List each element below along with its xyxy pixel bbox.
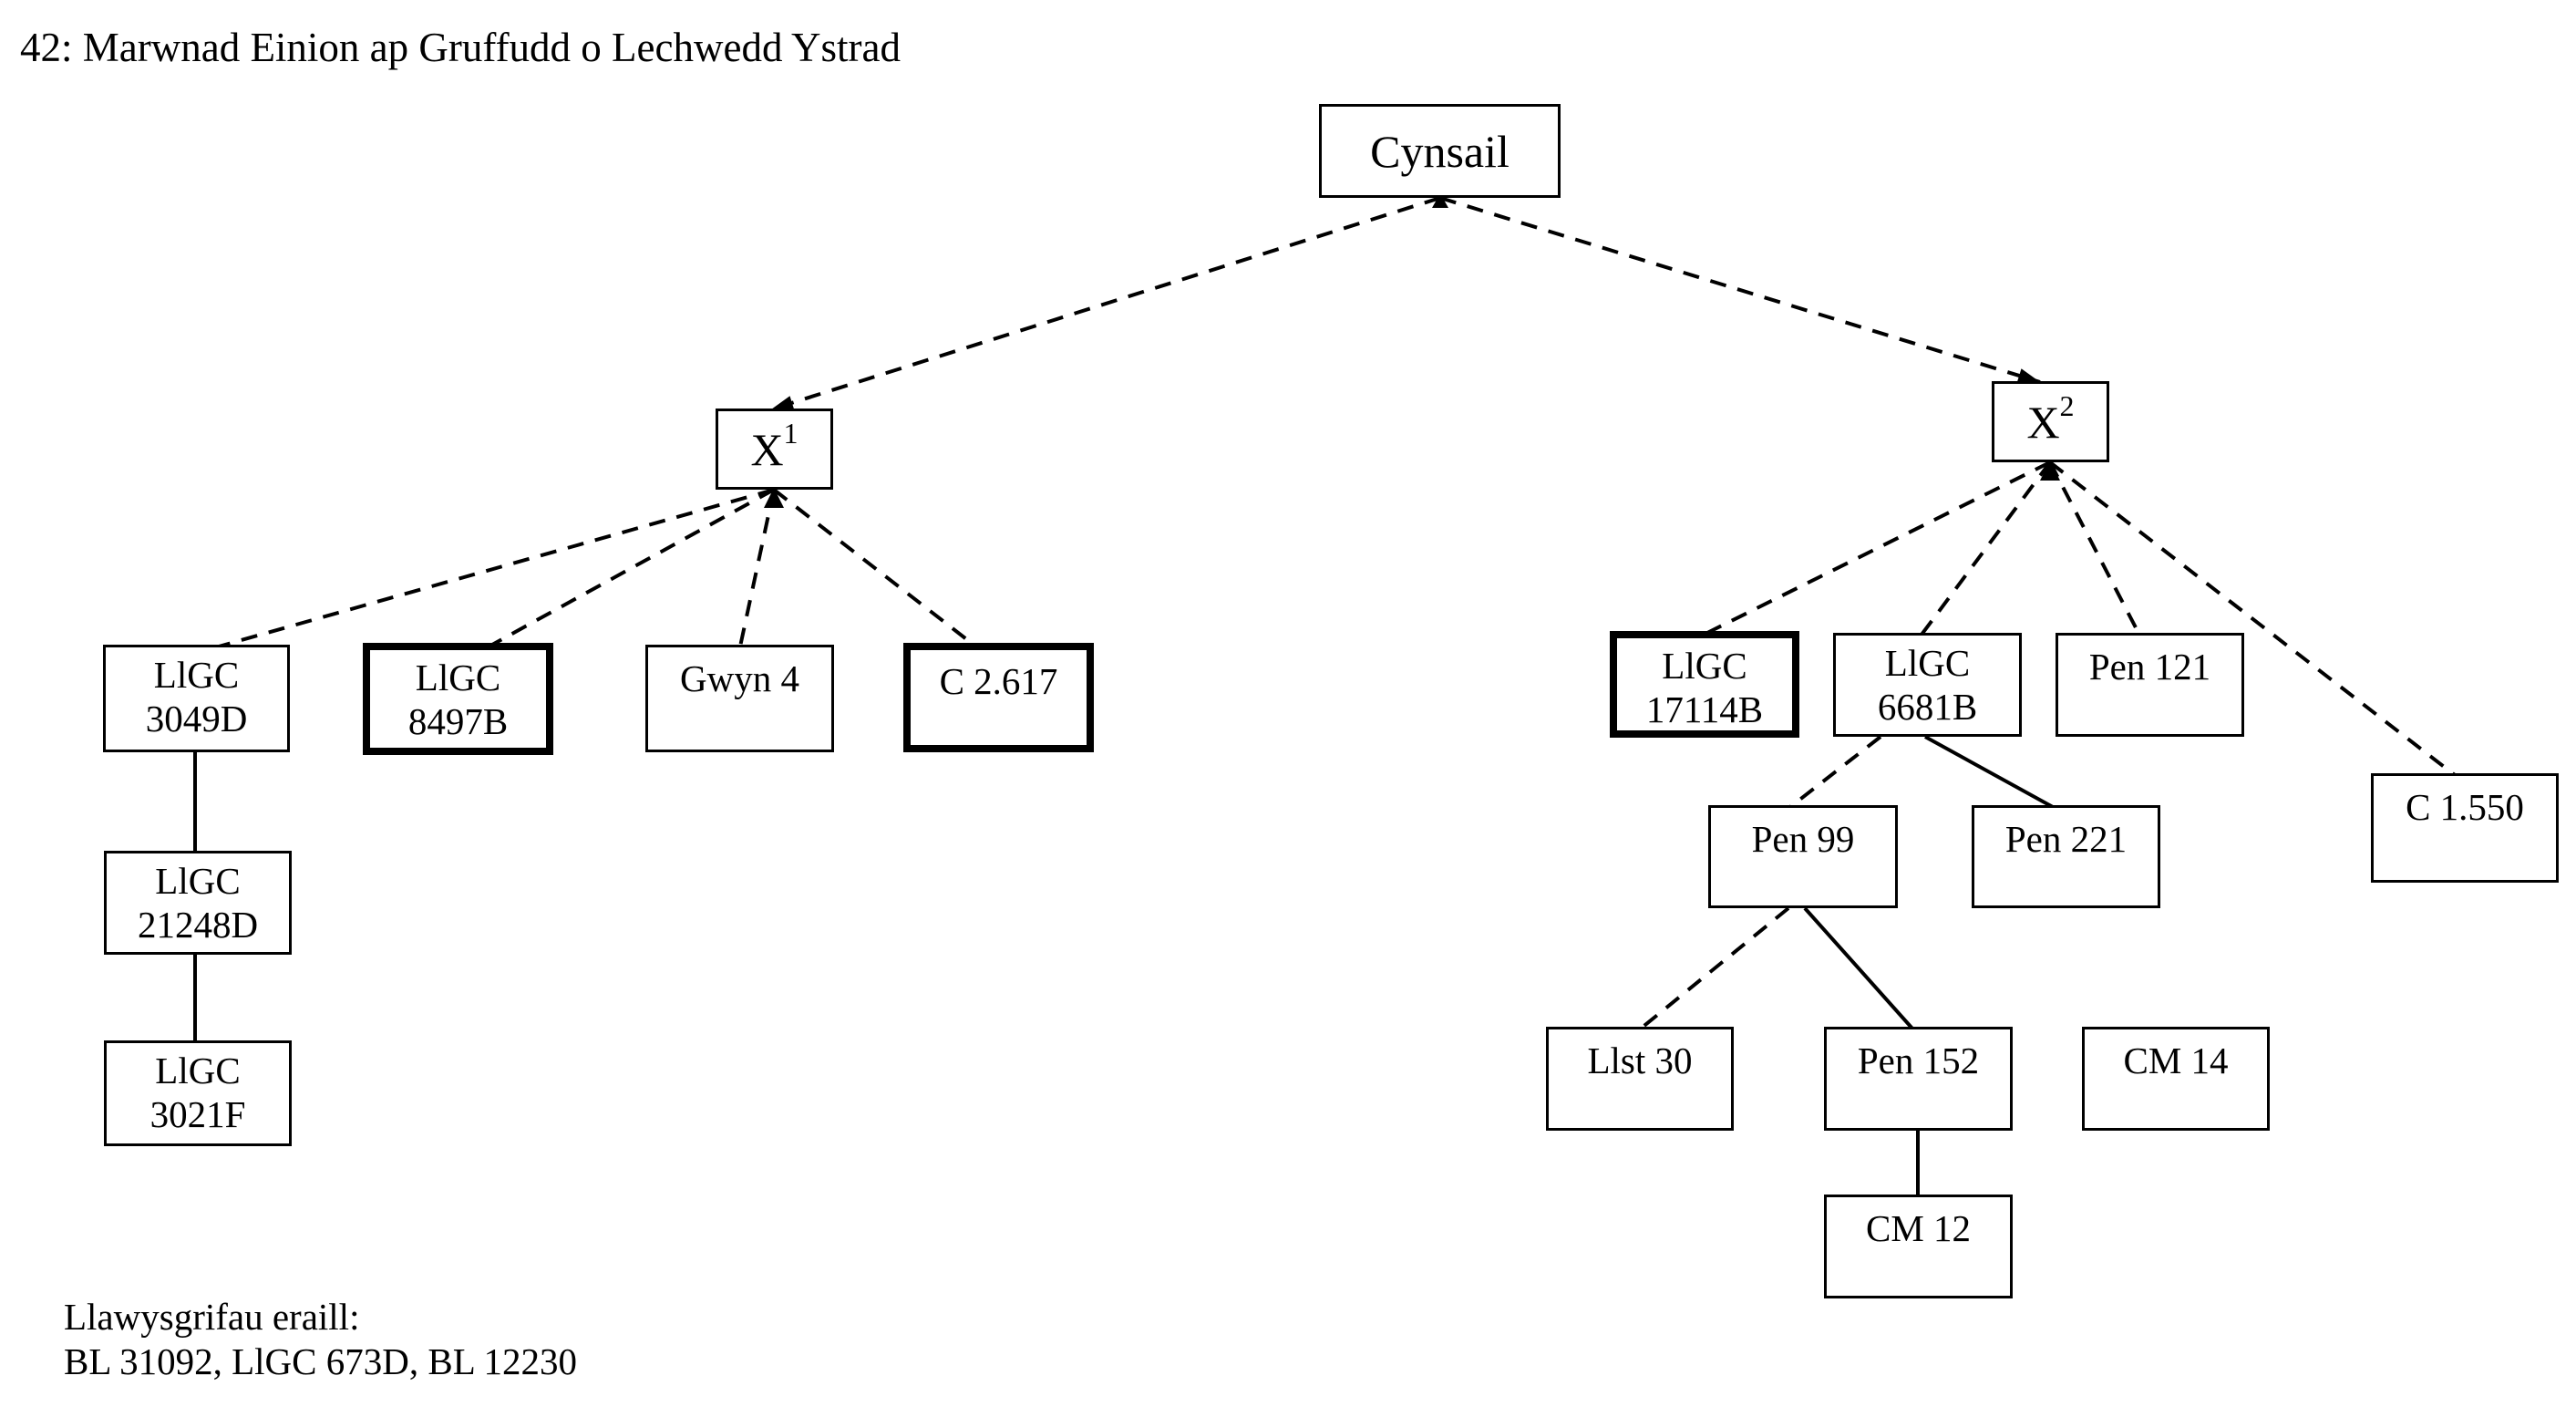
node-label: X1 [750, 419, 798, 472]
node-pen-99: Pen 99 [1708, 805, 1898, 908]
node-llgc-21248d: LlGC 21248D [104, 851, 292, 955]
node-label-line: LlGC [155, 1050, 241, 1091]
node-cm-14: CM 14 [2082, 1027, 2270, 1131]
edge-x1-c2617 [772, 488, 975, 646]
node-label-line: 6681B [1877, 686, 1978, 728]
edge-x2-c1550 [2048, 460, 2457, 777]
node-pen-121: Pen 121 [2056, 633, 2244, 737]
edge-x1-llgc3049d [218, 488, 775, 648]
node-label-line: 3021F [149, 1093, 246, 1135]
node-label-line: LlGC [415, 657, 501, 698]
node-llgc-3049d: LlGC 3049D [103, 645, 290, 752]
node-label: C 1.550 [2406, 786, 2524, 828]
superscript: 1 [783, 416, 799, 450]
edge-pen99-llst30 [1639, 906, 1790, 1030]
footnote-manuscript-list: BL 31092, LlGC 673D, BL 12230 [64, 1340, 577, 1382]
node-label: Pen 121 [2088, 646, 2211, 688]
node-label-line: 3049D [145, 698, 248, 740]
node-label-base: X [750, 423, 784, 475]
node-label-line: LlGC [155, 860, 241, 902]
node-label-line: LlGC [1662, 645, 1747, 687]
footnote: Llawysgrifau eraill: BL 31092, LlGC 673D… [64, 1295, 577, 1384]
node-c-2617: C 2.617 [903, 643, 1094, 752]
node-pen-221: Pen 221 [1972, 805, 2160, 908]
node-cm-12: CM 12 [1824, 1195, 2013, 1298]
node-label-base: X [2026, 396, 2060, 448]
node-label-line: LlGC [1884, 642, 1971, 684]
node-llgc-3021f: LlGC 3021F [104, 1040, 292, 1146]
page-title: 42: Marwnad Einion ap Gruffudd o Lechwed… [20, 25, 902, 70]
node-llgc-17114b: LlGC 17114B [1610, 631, 1799, 738]
node-label: Gwyn 4 [680, 657, 799, 699]
edge-pen99-pen152 [1803, 906, 1914, 1030]
edge-x2-llgc6681b [1920, 460, 2052, 636]
node-x2: X2 [1992, 381, 2109, 462]
edge-llgc6681b-pen99 [1788, 735, 1882, 809]
node-x1: X1 [716, 409, 833, 490]
node-label: Llst 30 [1587, 1039, 1693, 1081]
node-label: CM 12 [1865, 1207, 1972, 1249]
edge-llgc6681b-pen221 [1924, 735, 2054, 809]
node-c-1550: C 1.550 [2371, 773, 2559, 883]
node-gwyn-4: Gwyn 4 [645, 645, 834, 752]
edge-x1-llgc8497b [491, 488, 775, 646]
arrowhead-x2-top [2016, 368, 2040, 383]
node-label: CM 14 [2123, 1039, 2229, 1081]
edge-cynsail-x1 [770, 196, 1441, 411]
node-pen-152: Pen 152 [1824, 1027, 2013, 1131]
node-label-line: LlGC [153, 654, 240, 696]
node-label-line: 21248D [137, 904, 259, 946]
edge-x2-llgc17114b [1706, 460, 2051, 635]
node-label: Pen 221 [2004, 818, 2128, 860]
node-label: Pen 152 [1857, 1039, 1980, 1081]
node-label: X2 [2026, 391, 2074, 445]
node-label-line: 8497B [407, 700, 509, 742]
footnote-heading: Llawysgrifau eraill: [64, 1296, 360, 1338]
node-label: Cynsail [1370, 125, 1510, 177]
edge-x1-gwyn4 [738, 489, 776, 647]
arrowhead-x2-bottom [2040, 460, 2060, 481]
node-label-line: 17114B [1645, 688, 1764, 730]
node-llgc-8497b: LlGC 8497B [363, 643, 553, 755]
node-llst-30: Llst 30 [1546, 1027, 1734, 1131]
arrowhead-cynsail-bottom [1432, 193, 1448, 208]
edge-x2-pen121 [2048, 461, 2141, 636]
node-cynsail: Cynsail [1319, 104, 1561, 198]
node-llgc-6681b: LlGC 6681B [1833, 633, 2022, 737]
edge-cynsail-x2 [1439, 196, 2041, 384]
node-label: C 2.617 [939, 660, 1058, 702]
arrowhead-x1-top [771, 396, 795, 410]
arrowhead-x1-bottom [764, 488, 784, 508]
node-label: Pen 99 [1751, 818, 1855, 860]
superscript: 2 [2059, 388, 2075, 422]
